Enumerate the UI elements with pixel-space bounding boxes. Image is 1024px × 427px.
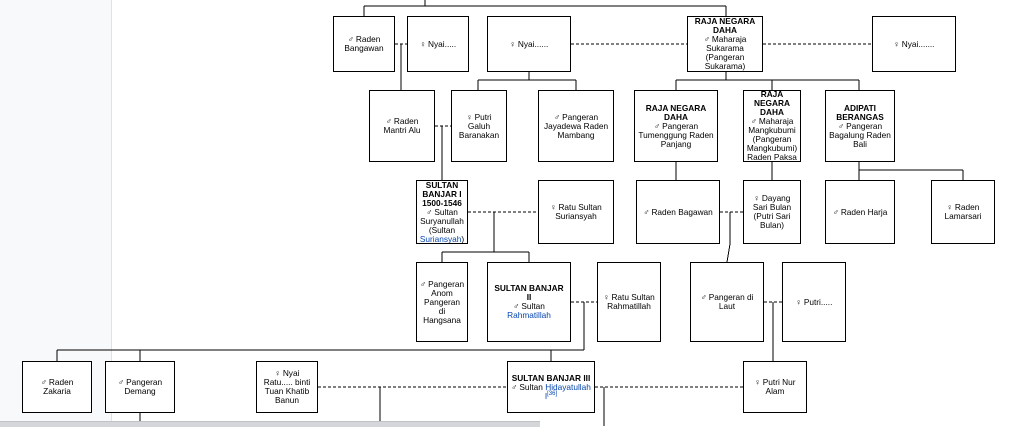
node-nyai-2: ♀Nyai...... <box>487 16 571 72</box>
node-raja-negara-daha-mangkubumi: RAJA NEGARA DAHA♂Maharaja Mangkubumi (Pa… <box>743 90 801 162</box>
node-text: Nyai...... <box>517 38 549 49</box>
node-text: Maharaja Mangkubumi (Pangeran Mangkubumi… <box>746 116 798 162</box>
female-symbol-icon: ♀ <box>946 202 953 212</box>
node-text: Pangeran Jayadewa Raden Mambang <box>543 111 609 140</box>
node-title: RAJA NEGARA DAHA <box>694 16 756 35</box>
male-symbol-icon: ♂ <box>653 120 661 131</box>
node-text: Raden Bangawan <box>344 34 384 53</box>
node-raja-negara-daha-sukarama: RAJA NEGARA DAHA♂Maharaja Sukarama (Pang… <box>687 16 763 72</box>
node-pangeran-demang: ♂Pangeran Demang <box>105 361 175 413</box>
male-symbol-icon: ♂ <box>832 206 839 217</box>
node-title: RAJA NEGARA DAHA <box>754 90 790 117</box>
node-nyai-ratu-binti: ♀Nyai Ratu..... binti Tuan Khatib Banun <box>256 361 318 413</box>
female-symbol-icon: ♀ <box>603 292 610 302</box>
node-sultan-banjar-1: SULTAN BANJAR I 1500-1546♂Sultan Suryanu… <box>416 180 468 244</box>
female-symbol-icon: ♀ <box>509 38 516 49</box>
node-text: Pangeran Demang <box>124 377 163 396</box>
node-sultan-banjar-2: SULTAN BANJAR II♂Sultan Rahmatillah <box>487 262 571 342</box>
node-text: Nyai..... <box>428 38 457 49</box>
male-symbol-icon: ♂ <box>419 278 427 289</box>
node-text: Nyai....... <box>901 38 935 49</box>
female-symbol-icon: ♀ <box>753 193 760 203</box>
node-link[interactable]: Rahmatillah <box>507 310 551 320</box>
node-text: Nyai Ratu..... binti Tuan Khatib Banun <box>263 368 311 405</box>
female-symbol-icon: ♀ <box>419 38 427 49</box>
descent-line <box>726 243 731 263</box>
node-text: Sultan Suryanullah (Sultan <box>420 206 464 235</box>
male-symbol-icon: ♂ <box>40 377 47 387</box>
node-link[interactable]: Hidayatullah I <box>544 381 591 401</box>
node-nyai-3: ♀Nyai....... <box>872 16 956 72</box>
node-raden-zakaria: ♂Raden Zakaria <box>22 361 92 413</box>
reference-link[interactable]: [36] <box>547 390 558 397</box>
male-symbol-icon: ♂ <box>426 206 433 217</box>
node-putri-nur-alam: ♀Putri Nur Alam <box>743 361 807 413</box>
node-raden-mantri-alu: ♂Raden Mantri Alu <box>369 90 435 162</box>
node-text: Dayang Sari Bulan (Putri Sari Bulan) <box>752 193 792 230</box>
node-text: Raden Lamarsari <box>944 202 982 221</box>
node-text: Ratu Sultan Rahmatillah <box>607 292 655 311</box>
node-putri-1: ♀Putri..... <box>782 262 846 342</box>
node-raden-lamarsari: ♀Raden Lamarsari <box>931 180 995 244</box>
node-putri-galuh-baranakan: ♀Putri Galuh Baranakan <box>451 90 507 162</box>
male-symbol-icon: ♂ <box>750 116 757 126</box>
node-text-tail: ) <box>461 233 465 244</box>
node-title: ADIPATI BERANGAS <box>836 102 884 122</box>
female-symbol-icon: ♀ <box>893 38 900 49</box>
male-symbol-icon: ♂ <box>347 34 354 44</box>
node-ratu-sultan-suriansyah: ♀Ratu Sultan Suriansyah <box>538 180 614 244</box>
node-text: Putri..... <box>803 296 833 307</box>
male-symbol-icon: ♂ <box>513 301 520 311</box>
female-symbol-icon: ♀ <box>550 202 557 212</box>
node-raden-bangawan: ♂Raden Bangawan <box>333 16 395 72</box>
node-text: Sultan <box>519 381 543 392</box>
node-text: Maharaja Sukarama (Pangeran Sukarama) <box>704 34 747 71</box>
male-symbol-icon: ♂ <box>700 292 707 302</box>
male-symbol-icon: ♂ <box>117 377 125 387</box>
node-title: SULTAN BANJAR II <box>494 283 564 302</box>
node-text: Raden Harja <box>840 206 888 217</box>
male-symbol-icon: ♂ <box>553 111 561 122</box>
node-pangeran-jayadewa: ♂Pangeran Jayadewa Raden Mambang <box>538 90 614 162</box>
male-symbol-icon: ♂ <box>703 34 710 44</box>
left-margin <box>0 0 112 426</box>
node-text: Putri Galuh Baranakan <box>458 111 500 140</box>
female-symbol-icon: ♀ <box>795 296 802 307</box>
female-symbol-icon: ♀ <box>274 368 281 378</box>
horizontal-scrollbar[interactable] <box>0 421 540 427</box>
node-nyai-1: ♀Nyai..... <box>407 16 469 72</box>
node-text: Pangeran Tumenggung Raden Panjang <box>638 120 714 149</box>
male-symbol-icon: ♂ <box>643 206 650 217</box>
node-sultan-banjar-3: SULTAN BANJAR III♂Sultan Hidayatullah I[… <box>507 361 595 413</box>
node-text: Putri Nur Alam <box>762 377 796 396</box>
male-symbol-icon: ♂ <box>511 381 518 392</box>
node-title: SULTAN BANJAR III <box>511 372 591 383</box>
node-pangeran-di-laut: ♂Pangeran di Laut <box>690 262 764 342</box>
node-adipati-berangas: ADIPATI BERANGAS♂Pangeran Bagalung Raden… <box>825 90 895 162</box>
node-text: Pangeran Bagalung Raden Bali <box>829 120 891 149</box>
male-symbol-icon: ♂ <box>385 116 392 126</box>
node-text: Raden Zakaria <box>43 377 74 396</box>
node-text: Ratu Sultan Suriansyah <box>555 202 602 221</box>
node-text: Raden Mantri Alu <box>383 116 421 135</box>
node-dayang-sari-bulan: ♀Dayang Sari Bulan (Putri Sari Bulan) <box>743 180 801 244</box>
node-title: RAJA NEGARA DAHA <box>645 102 707 122</box>
node-link[interactable]: Suriansyah <box>419 233 462 244</box>
female-symbol-icon: ♀ <box>466 111 473 122</box>
female-symbol-icon: ♀ <box>754 377 761 387</box>
node-text: Pangeran Anom Pangeran di Hangsana <box>423 278 465 325</box>
male-symbol-icon: ♂ <box>837 120 845 131</box>
node-text: Sultan <box>521 301 545 311</box>
node-ratu-sultan-rahmatillah: ♀Ratu Sultan Rahmatillah <box>597 262 661 342</box>
node-text: Pangeran di Laut <box>708 292 754 311</box>
node-title: SULTAN BANJAR I 1500-1546 <box>422 180 462 208</box>
node-raden-harja: ♂Raden Harja <box>825 180 895 244</box>
node-raja-negara-daha-tumenggung: RAJA NEGARA DAHA♂Pangeran Tumenggung Rad… <box>634 90 718 162</box>
node-text: Raden Bagawan <box>651 206 713 217</box>
node-raden-bagawan: ♂Raden Bagawan <box>636 180 720 244</box>
node-pangeran-anom: ♂Pangeran Anom Pangeran di Hangsana <box>416 262 468 342</box>
